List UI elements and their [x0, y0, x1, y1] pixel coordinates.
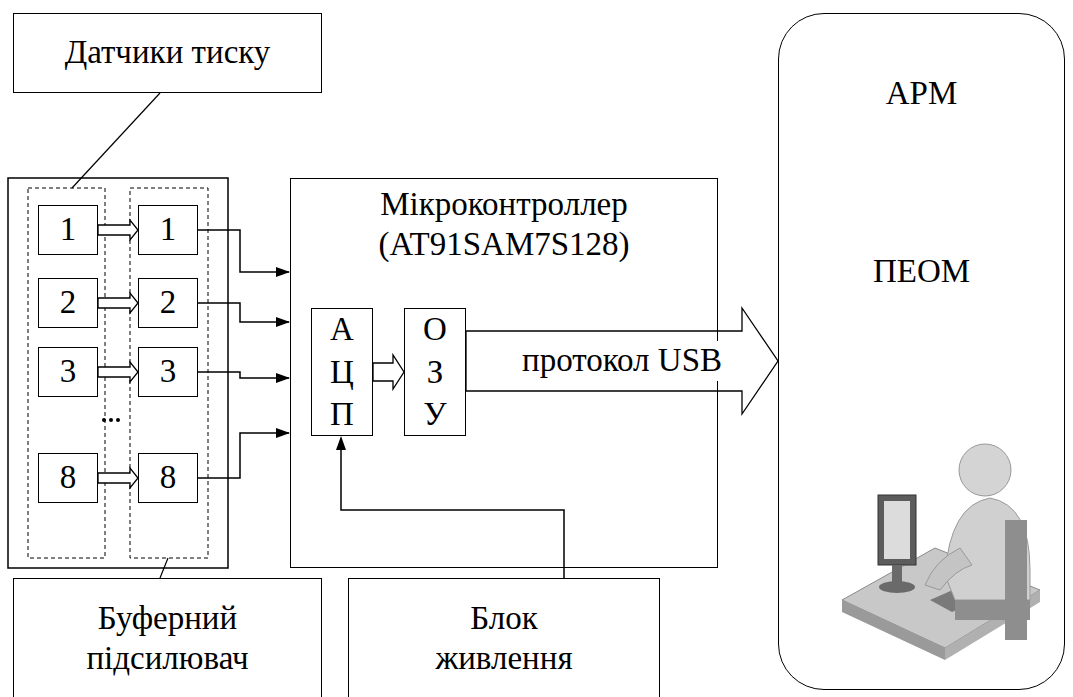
signal-wire	[198, 372, 289, 378]
adc-box: А Ц П	[311, 308, 373, 436]
connector	[198, 372, 290, 383]
hollow-arrow	[373, 355, 404, 389]
node-title: 8	[160, 458, 177, 498]
signal-wire	[198, 303, 289, 322]
connector	[98, 293, 138, 313]
node-title: 2	[60, 283, 77, 323]
node-title: 1	[160, 210, 177, 250]
node-title: Блок живлення	[419, 599, 589, 678]
node-title: Буферний підсилювач	[53, 599, 283, 678]
buffer-box: 1	[138, 205, 198, 255]
node-title: А Ц П	[326, 308, 359, 437]
arrow-head	[276, 317, 290, 327]
edge-label: протокол USB	[520, 341, 724, 381]
node-title: 2	[160, 283, 177, 323]
connector	[198, 428, 290, 478]
connector	[98, 362, 138, 382]
node-title: 8	[60, 458, 77, 498]
hollow-arrow	[98, 468, 138, 488]
node-subtitle: ПЕОМ	[779, 252, 1064, 292]
hollow-arrow	[466, 308, 778, 414]
label-box: Датчики тиску	[13, 13, 322, 93]
node-title: 1	[60, 210, 77, 250]
node-title: Датчики тиску	[65, 33, 271, 73]
power-wire	[341, 438, 564, 578]
sensor-box: 8	[38, 453, 98, 503]
sensor-group	[28, 188, 105, 558]
buffer-box: 3	[138, 347, 198, 397]
connector	[98, 468, 138, 488]
leader-line	[72, 93, 160, 188]
connector	[373, 355, 404, 389]
connector	[466, 308, 778, 414]
arrow-head	[276, 373, 290, 383]
signal-wire	[198, 433, 289, 478]
buffer-group	[130, 188, 208, 558]
buffer-box: 2	[138, 278, 198, 328]
connector	[198, 230, 290, 277]
sensor-box: 1	[38, 205, 98, 255]
connector	[98, 220, 138, 240]
ellipsis-dots	[102, 418, 120, 422]
hollow-arrow	[98, 362, 138, 382]
node-title: Мікроконтроллер (AT91SAM7S128)	[291, 185, 717, 264]
sensor-board	[8, 178, 228, 568]
label-box: Буферний підсилювач	[13, 578, 322, 697]
arrow-head	[276, 267, 290, 277]
operator-figure	[842, 444, 1040, 660]
leader-line	[160, 558, 168, 578]
node-title: 3	[60, 352, 77, 392]
ram-box: О З У	[404, 308, 466, 436]
hollow-arrow	[98, 293, 138, 313]
workstation-box: АРМ ПЕОМ	[778, 13, 1065, 690]
node-title: 3	[160, 352, 177, 392]
arrow-head	[276, 428, 290, 438]
power-box: Блок живлення	[348, 578, 660, 697]
sensor-box: 2	[38, 278, 98, 328]
signal-wire	[198, 230, 289, 272]
connector	[198, 303, 290, 327]
node-title: О З У	[419, 308, 452, 437]
connector	[336, 436, 564, 578]
node-title: АРМ	[779, 74, 1064, 114]
arrow-head	[336, 436, 346, 450]
hollow-arrow	[98, 220, 138, 240]
buffer-box: 8	[138, 453, 198, 503]
sensor-box: 3	[38, 347, 98, 397]
